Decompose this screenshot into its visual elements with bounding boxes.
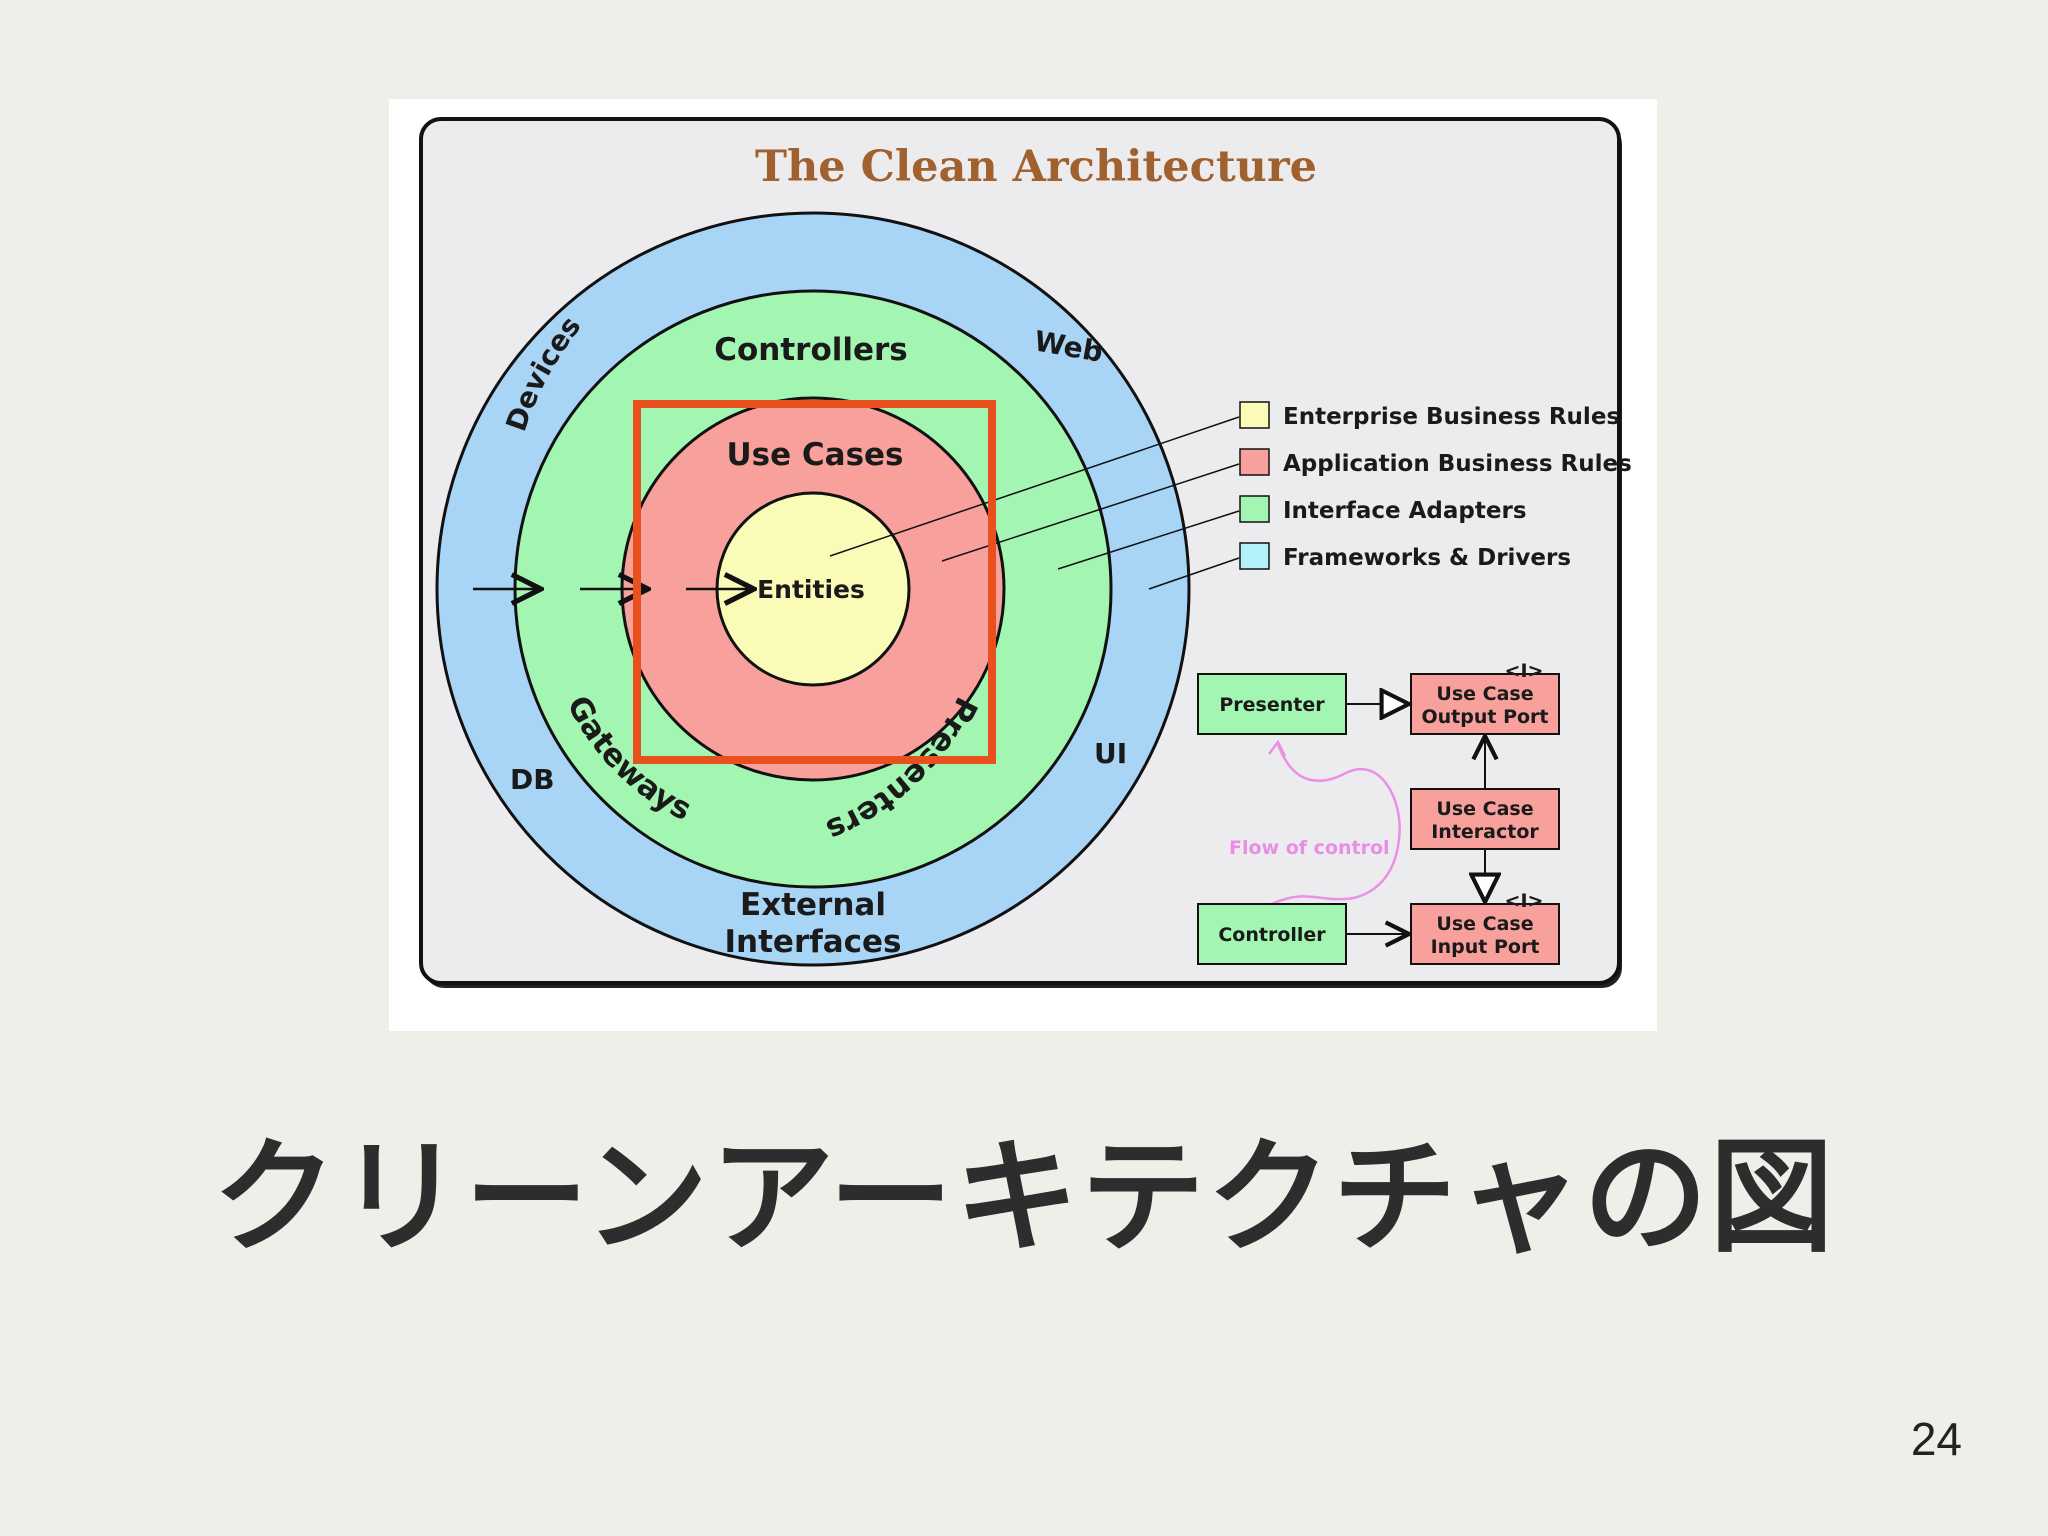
legend-leader-4 — [1148, 557, 1240, 590]
legend-label-application: Application Business Rules — [1283, 451, 1632, 477]
flow-of-control-diagram: Flow of control Presenter Controller Use… — [1197, 660, 1560, 965]
legend-leader-1 — [829, 416, 1240, 557]
input-port-label-1: Use Case — [1436, 913, 1533, 935]
output-port-label-2: Output Port — [1421, 706, 1548, 728]
controller-box — [1197, 903, 1347, 965]
flow-arrow-head — [1268, 739, 1287, 757]
label-use-cases: Use Cases — [726, 437, 903, 473]
page-number: 24 — [1910, 1413, 1962, 1465]
output-port-label-1: Use Case — [1436, 683, 1533, 705]
label-external: External — [740, 887, 886, 923]
output-port-box — [1410, 673, 1560, 735]
interactor-box — [1410, 788, 1560, 850]
legend: Enterprise Business Rules Application Bu… — [1239, 401, 1632, 571]
label-entities: Entities — [757, 575, 865, 604]
flow-curve — [1271, 743, 1401, 906]
label-controllers: Controllers — [714, 332, 908, 368]
interactor-label-2: Interactor — [1431, 821, 1539, 843]
highlight-box — [633, 400, 996, 764]
legend-swatch-interface — [1239, 495, 1270, 523]
legend-leader-3 — [1057, 510, 1240, 570]
legend-label-enterprise: Enterprise Business Rules — [1283, 404, 1620, 430]
flow-label: Flow of control — [1229, 837, 1390, 859]
presenter-label: Presenter — [1219, 694, 1325, 716]
slide-caption: クリーンアーキテクチャの図 — [212, 1126, 1836, 1270]
interactor-label-1: Use Case — [1436, 798, 1533, 820]
label-interfaces: Interfaces — [725, 924, 902, 960]
legend-label-frameworks: Frameworks & Drivers — [1283, 545, 1571, 571]
input-port-label-2: Input Port — [1431, 936, 1540, 958]
legend-swatch-enterprise — [1239, 401, 1270, 429]
output-port-interface-marker: <I> — [1505, 660, 1544, 682]
label-ui: UI — [1094, 737, 1127, 770]
presenter-box — [1197, 673, 1347, 735]
clean-architecture-diagram: The Clean Architecture Devices Web UI DB… — [389, 99, 1657, 1031]
legend-label-interface: Interface Adapters — [1283, 498, 1527, 524]
diagram-title: The Clean Architecture — [755, 142, 1317, 192]
label-db: DB — [510, 763, 555, 796]
controller-label: Controller — [1218, 924, 1326, 946]
legend-swatch-frameworks — [1239, 542, 1270, 570]
input-port-interface-marker: <I> — [1505, 890, 1544, 912]
legend-swatch-application — [1239, 448, 1270, 476]
